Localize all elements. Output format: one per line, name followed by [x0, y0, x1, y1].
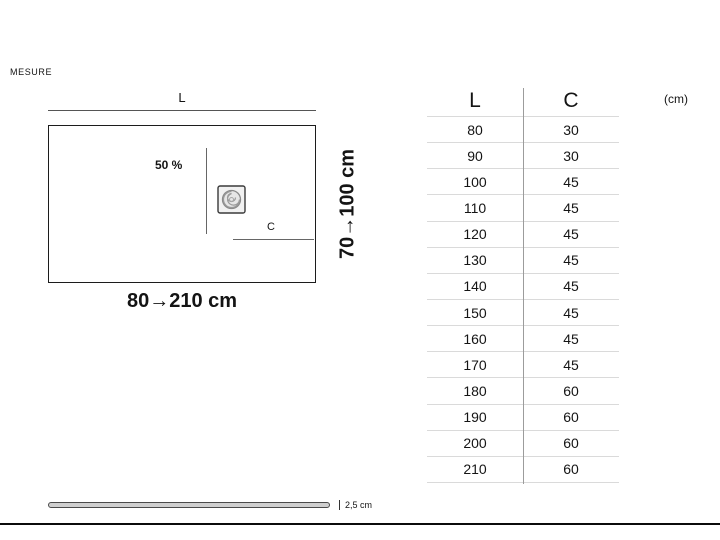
cell-c: 60	[563, 382, 579, 399]
drain-icon	[217, 185, 246, 214]
slope-reference-line	[206, 148, 207, 234]
cell-l: 130	[463, 252, 487, 269]
cell-c: 45	[563, 304, 579, 321]
thickness-label: 2,5 cm	[345, 500, 373, 510]
cell-l: 80	[467, 121, 483, 138]
cell-l: 90	[467, 147, 483, 164]
unit-note: (cm)	[664, 92, 688, 106]
width-range-label: 70→100 cm	[336, 148, 359, 260]
header-l: L	[469, 88, 481, 112]
slope-percentage-label: 50 %	[155, 158, 183, 172]
table-column-divider	[523, 88, 524, 484]
cell-c: 45	[563, 199, 579, 216]
cell-c: 60	[563, 461, 579, 478]
cell-l: 140	[463, 278, 487, 295]
length-range-label: 80→210 cm	[126, 290, 238, 312]
width-dimension-line	[233, 239, 314, 240]
page-title: MESURE	[10, 67, 53, 77]
cell-l: 120	[463, 226, 487, 243]
cell-c: 45	[563, 252, 579, 269]
cell-l: 210	[463, 461, 487, 478]
cell-l: 100	[463, 173, 487, 190]
width-dimension-label: C	[267, 221, 275, 233]
cell-l: 150	[463, 304, 487, 321]
cell-c: 60	[563, 409, 579, 426]
cell-c: 45	[563, 278, 579, 295]
length-dimension-label: L	[178, 90, 186, 105]
cell-l: 170	[463, 356, 487, 373]
cell-c: 45	[563, 173, 579, 190]
length-dimension-line	[48, 110, 316, 111]
cell-l: 160	[463, 330, 487, 347]
size-table: L C 80 30 90 30 100 45 110 45 120 45 130	[427, 85, 619, 484]
header-c: C	[563, 88, 579, 112]
cell-c: 30	[563, 147, 579, 164]
cell-c: 45	[563, 226, 579, 243]
shower-tray-side-view	[48, 502, 330, 508]
cell-l: 180	[463, 382, 487, 399]
cell-l: 190	[463, 409, 487, 426]
thickness-tick	[339, 500, 340, 510]
cell-c: 45	[563, 330, 579, 347]
bottom-divider	[0, 523, 720, 525]
cell-c: 60	[563, 435, 579, 452]
shower-tray-top-view: 50 % C	[48, 125, 316, 283]
cell-l: 110	[463, 199, 487, 216]
cell-c: 30	[563, 121, 579, 138]
cell-l: 200	[463, 435, 487, 452]
cell-c: 45	[563, 356, 579, 373]
